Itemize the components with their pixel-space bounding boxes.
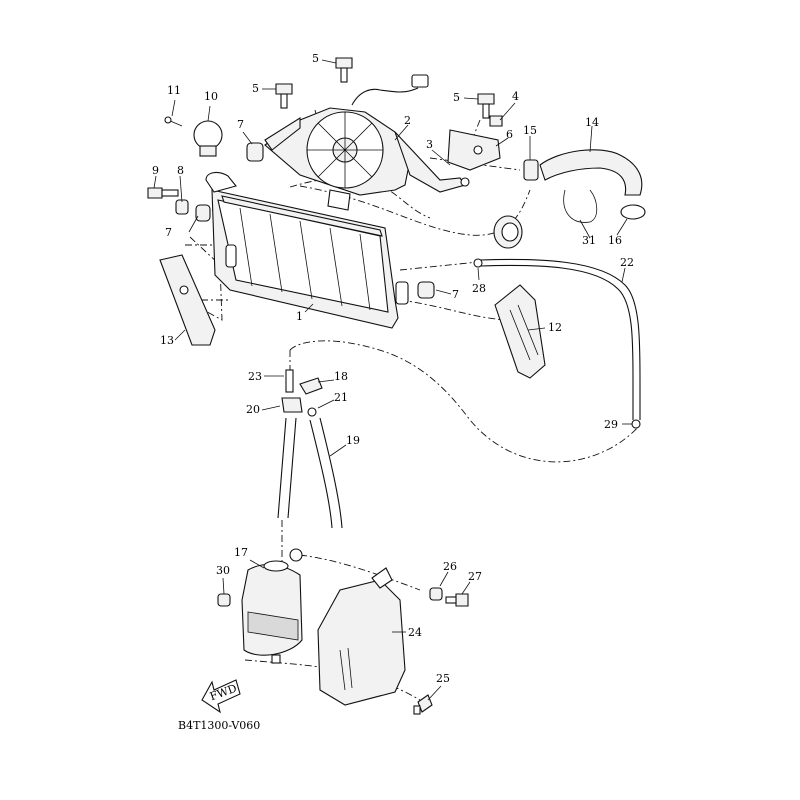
callout-15: 15 [523, 124, 537, 137]
bolts-5 [275, 57, 503, 127]
callout-13: 13 [160, 334, 174, 347]
callout-5-top: 5 [312, 52, 319, 65]
fan-bracket [447, 129, 501, 187]
callout-29: 29 [604, 418, 618, 431]
callout-31: 31 [582, 234, 596, 247]
callout-9: 9 [152, 164, 159, 177]
callout-14: 14 [585, 116, 599, 129]
callout-5-right: 5 [453, 91, 460, 104]
callout-7-right: 7 [452, 288, 459, 301]
callout-21: 21 [334, 391, 348, 404]
callout-27: 27 [468, 570, 482, 583]
fan-assembly [264, 74, 466, 196]
callout-7-top: 7 [237, 118, 244, 131]
overflow-hose [473, 258, 641, 429]
callout-17: 17 [234, 546, 248, 559]
callout-24: 24 [408, 626, 422, 639]
callout-16: 16 [608, 234, 622, 247]
small-bolts-lower [217, 587, 469, 715]
upper-hose [523, 149, 646, 223]
callout-5-left: 5 [252, 82, 259, 95]
callout-11: 11 [167, 84, 181, 97]
callout-labels: 1 2 3 4 5 5 5 6 7 7 7 8 9 10 11 12 13 14… [152, 52, 634, 685]
callout-7-left: 7 [165, 226, 172, 239]
callout-2: 2 [404, 114, 411, 127]
reservoir-cover [317, 567, 406, 706]
fwd-arrow-icon: FWD [201, 679, 241, 714]
callout-26: 26 [443, 560, 457, 573]
callout-6: 6 [506, 128, 513, 141]
diagram-code: B4T1300-V060 [178, 719, 260, 732]
side-covers [159, 254, 546, 379]
callout-19: 19 [346, 434, 360, 447]
callout-12: 12 [548, 321, 562, 334]
reservoir-tank [241, 548, 303, 664]
callout-30: 30 [216, 564, 230, 577]
leader-lines [153, 59, 632, 701]
callout-18: 18 [334, 370, 348, 383]
callout-4: 4 [512, 90, 519, 103]
thermo-switch [493, 215, 523, 249]
callout-23: 23 [248, 370, 262, 383]
callout-1: 1 [296, 310, 303, 323]
callout-20: 20 [246, 403, 260, 416]
callout-3: 3 [426, 138, 433, 151]
callout-8: 8 [177, 164, 184, 177]
callout-10: 10 [204, 90, 218, 103]
small-parts-left [147, 116, 435, 299]
reservoir-hoses [277, 369, 343, 529]
radiator [205, 171, 409, 329]
callout-25: 25 [436, 672, 450, 685]
callout-22: 22 [620, 256, 634, 269]
callout-28: 28 [472, 282, 486, 295]
